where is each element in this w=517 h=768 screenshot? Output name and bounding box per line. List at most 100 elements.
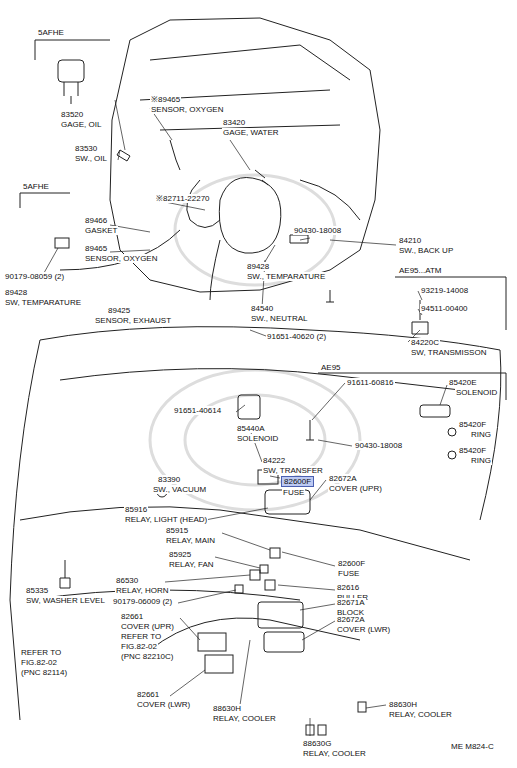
illustration-stroke [250,330,266,336]
illustration-stroke [330,240,396,245]
illustration-stroke [60,560,70,588]
illustration-stroke [40,100,447,736]
illustration-stroke [230,140,250,170]
part-label: FIG.82-02 [20,658,58,667]
part-label: 85915 [165,526,189,535]
part-label: ※82711-22270 [155,194,211,203]
part-label: 89428 [4,288,28,297]
part-label: SOLENOID [236,434,279,443]
part-label: 94511-00400 [420,304,469,313]
illustration-stroke [300,180,360,220]
illustration-stroke [210,240,220,300]
illustration-stroke [306,420,314,440]
part-label: SW, WASHER LEVEL [25,596,106,605]
part-label: RELAY, LIGHT (HEAD) [124,515,208,524]
illustration-stroke [255,170,268,185]
part-label: SW, TEMPARATURE [4,298,82,307]
illustration-stroke [115,100,125,150]
part-label: 82600F [337,559,366,568]
illustration-stroke [187,180,220,228]
part-label: 90430-18008 [293,226,342,235]
part-label: 83390 [157,475,181,484]
part-label: SENSOR, OXYGEN [150,105,224,114]
part-label: 5AFHE [37,28,65,37]
part-label: 91611-60816 [346,378,395,387]
part-label: SW, TRANSFER [262,466,324,475]
part-label: 85335 [25,586,49,595]
illustration-stroke [318,725,326,735]
part-label: 89465 [84,244,108,253]
part-label: 85420F [458,420,487,429]
illustration-stroke [165,575,250,582]
illustration-stroke [366,705,386,708]
part-label: 88630H [212,704,242,713]
illustration-stroke [215,557,260,568]
part-label: GAGE, WATER [222,128,280,137]
part-label: (PNC 82114) [20,668,68,677]
illustration-stroke [260,565,268,573]
part-label: 83420 [222,118,246,127]
part-label: AE95 [320,363,342,372]
illustration-stroke [312,383,345,420]
illustration-stroke [238,395,260,419]
part-label: FUSE [282,488,305,497]
illustration-stroke [20,193,70,208]
illustration-stroke [282,552,335,566]
illustration-stroke [58,60,84,82]
illustration-stroke [310,718,311,736]
part-label: GASKET [84,226,118,235]
illustration-stroke [20,507,470,560]
part-label: RELAY, COOLER [302,749,367,758]
part-label: 82672A [336,615,366,624]
part-label: 82661 [136,690,160,699]
part-label: FIG.82-02 [120,642,158,651]
illustration-stroke [302,621,335,640]
part-label: SW., TEMPARATURE [246,272,326,281]
illustration-stroke [270,476,280,478]
part-label: 82616 [336,583,360,592]
illustration-stroke [318,440,352,446]
part-label: COVER (UPR) [328,484,383,493]
part-label: 83530 [74,144,98,153]
part-label: 86530 [115,576,139,585]
part-label: RING [470,430,492,439]
part-label: RELAY, HORN [115,586,170,595]
illustration-stroke [117,150,130,161]
part-label: 84540 [250,304,274,313]
part-label: COVER (UPR) [120,622,175,631]
part-label: ME M824-C [450,742,495,751]
part-label: 84210 [398,236,422,245]
part-label: AE95...ATM [398,266,443,275]
part-label: 5AFHE [22,182,50,191]
part-label: SW., NEUTRAL [250,314,308,323]
illustration-stroke [200,508,268,521]
illustration-stroke [40,327,500,350]
illustration-stroke [198,633,226,651]
part-label: 85925 [168,550,192,559]
illustration-stroke [55,238,69,248]
illustration-stroke [140,45,350,130]
illustration-stroke [258,602,303,628]
part-label: 91651-40614 [173,406,222,415]
part-label: 85916 [124,505,148,514]
illustration-stroke [35,40,110,60]
highlighted-part-number: 82600F [281,476,314,487]
part-label: 82661 [120,612,144,621]
illustration-stroke [222,533,270,550]
part-label: REFER TO [120,632,162,641]
part-label: RELAY, COOLER [212,714,277,723]
part-label: 89425 [107,306,131,315]
part-label: 88630G [302,739,332,748]
illustration-stroke [265,580,275,590]
illustration-stroke [205,655,233,673]
part-label: ※89465 [150,95,181,104]
part-label: 90430-18008 [354,441,403,450]
part-label: SW, TRANSMISSON [410,348,487,357]
illustration-stroke [150,618,360,650]
part-label: SW., VACUUM [152,485,207,494]
part-label: 88630H [388,700,418,709]
illustration-stroke [448,451,456,459]
illustration-stroke [170,140,180,170]
illustration-stroke [300,238,310,240]
part-label: RING [470,456,492,465]
